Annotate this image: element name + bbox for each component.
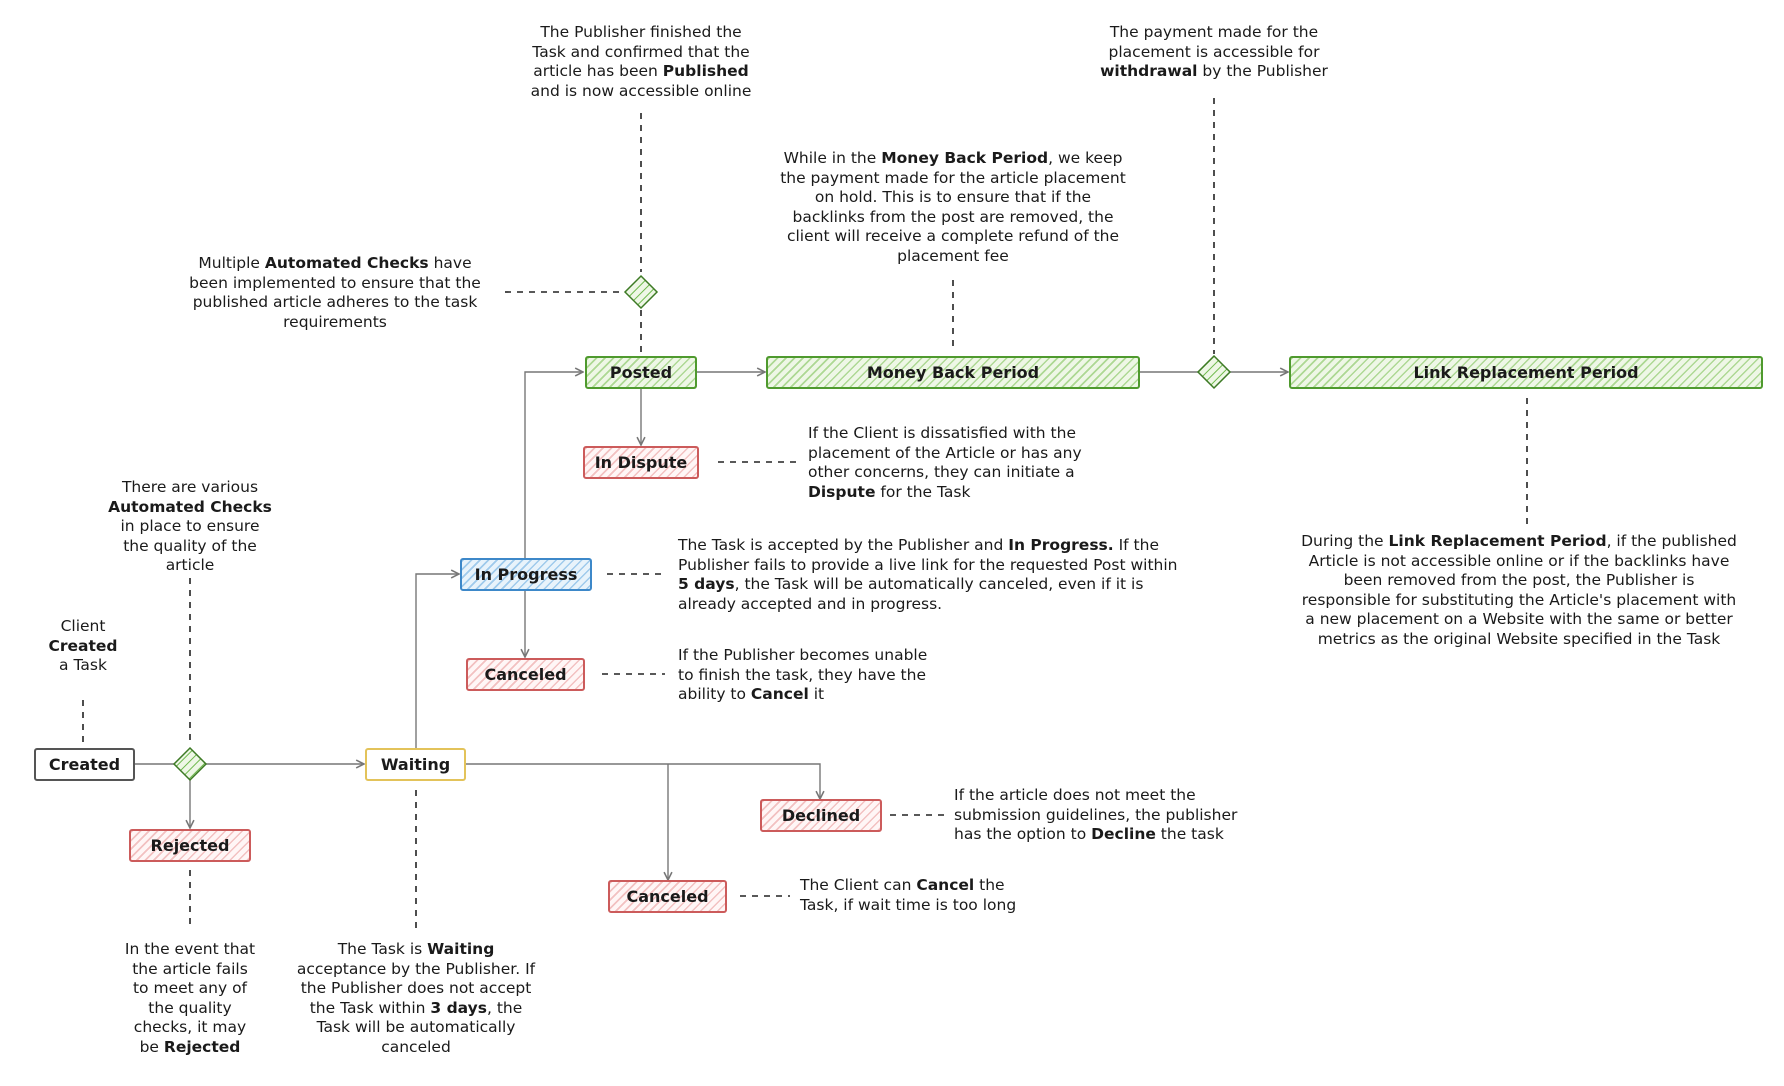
note-in-dispute: If the Client is dissatisfied with the p… (808, 424, 1082, 501)
arrow-waiting-to-declined (466, 763, 820, 799)
state-posted[interactable]: Posted (585, 356, 697, 389)
flow-arrows (135, 372, 1288, 880)
note-automated-checks-1: There are various Automated Checks in pl… (108, 478, 272, 574)
state-in-dispute[interactable]: In Dispute (583, 446, 699, 479)
note-automated-checks-2: Multiple Automated Checks have been impl… (189, 254, 481, 331)
state-created[interactable]: Created (34, 748, 135, 781)
note-canceled-client: The Client can Cancel the Task, if wait … (800, 876, 1017, 914)
decision-diamonds (172, 274, 1232, 782)
note-created: Client Created a Task (48, 617, 118, 674)
state-waiting[interactable]: Waiting (365, 748, 466, 781)
decision-diamond-published-checks (623, 274, 659, 310)
note-money-back: While in the Money Back Period, we keep … (780, 149, 1126, 265)
note-canceled-publisher: If the Publisher becomes unable to finis… (678, 646, 928, 703)
note-declined: If the article does not meet the submiss… (954, 786, 1238, 843)
state-canceled-publisher[interactable]: Canceled (466, 658, 585, 691)
state-in-progress[interactable]: In Progress (460, 558, 592, 591)
note-posted: The Publisher finished the Task and conf… (530, 23, 752, 100)
state-declined[interactable]: Declined (760, 799, 882, 832)
state-money-back-period[interactable]: Money Back Period (766, 356, 1140, 389)
decision-diamond-checks (172, 746, 208, 782)
note-link-replacement: During the Link Replacement Period, if t… (1301, 532, 1737, 648)
note-rejected: In the event that the article fails to m… (124, 940, 256, 1056)
arrow-waiting-to-inprogress (415, 574, 459, 748)
note-in-progress: The Task is accepted by the Publisher an… (678, 536, 1178, 613)
state-link-replacement-period[interactable]: Link Replacement Period (1289, 356, 1763, 389)
note-waiting: The Task is Waiting acceptance by the Pu… (296, 940, 536, 1056)
state-canceled-client[interactable]: Canceled (608, 880, 727, 913)
note-withdrawal: The payment made for the placement is ac… (1100, 23, 1328, 80)
arrow-inprogress-to-posted (524, 372, 583, 558)
state-rejected[interactable]: Rejected (129, 829, 251, 862)
annotation-leaders (82, 98, 1528, 930)
decision-diamond-withdrawal (1196, 354, 1232, 390)
